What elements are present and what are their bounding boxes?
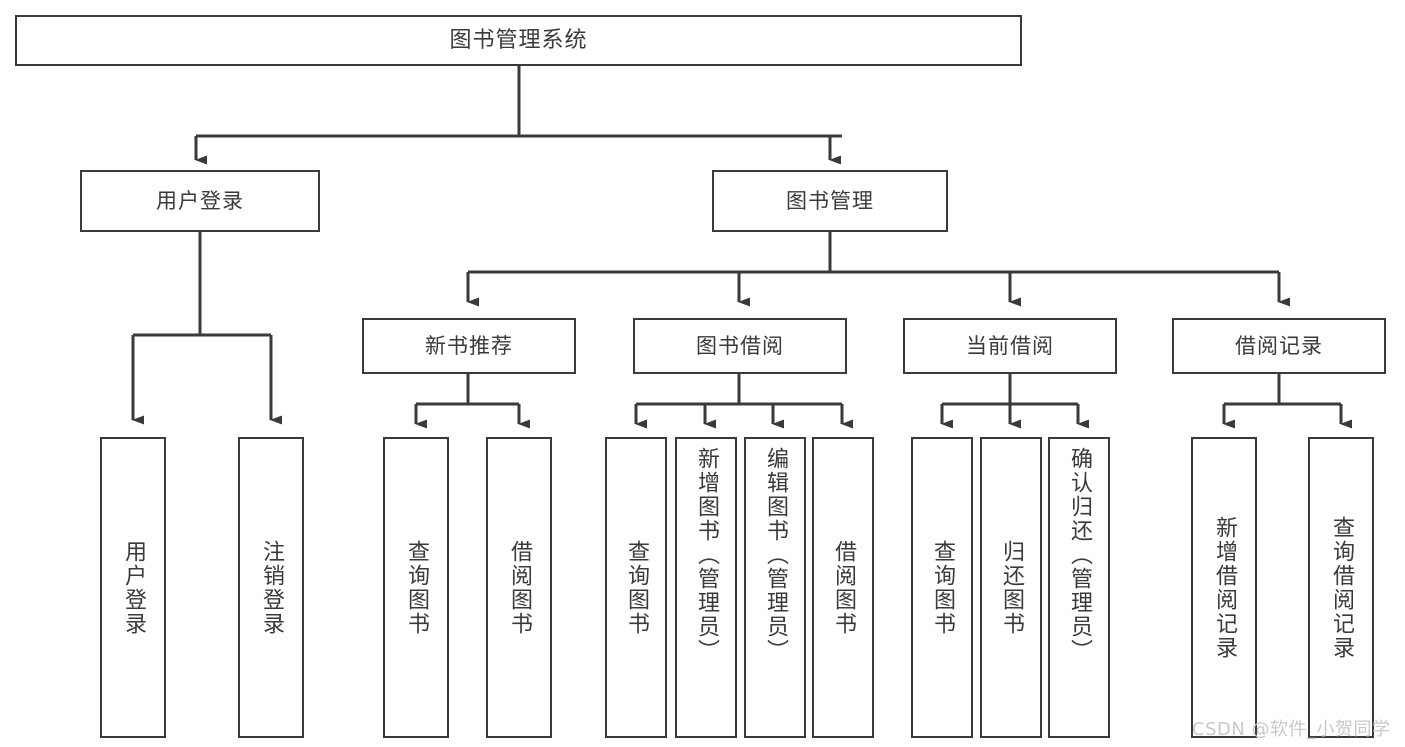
node-label: 用户登录 (156, 188, 244, 213)
node-label: 注销登录 (259, 539, 284, 636)
leaf-recommend-query-book[interactable]: 查询图书 (383, 437, 449, 738)
leaf-record-add-record[interactable]: 新增借阅记录 (1191, 437, 1257, 738)
node-label: 归还图书 (999, 539, 1024, 636)
node-label: 新增借阅记录 (1212, 515, 1237, 660)
node-book-management[interactable]: 图书管理 (712, 170, 948, 232)
node-root-system[interactable]: 图书管理系统 (15, 15, 1022, 66)
leaf-borrow-borrow-book[interactable]: 借阅图书 (812, 437, 874, 738)
node-label: 查询图书 (624, 539, 649, 636)
node-current-borrow[interactable]: 当前借阅 (903, 318, 1117, 374)
leaf-current-return-book[interactable]: 归还图书 (980, 437, 1042, 738)
node-book-borrow[interactable]: 图书借阅 (633, 318, 847, 374)
node-new-book-recommend[interactable]: 新书推荐 (362, 318, 576, 374)
leaf-borrow-add-book-admin[interactable]: 新增图书（管理员） (675, 437, 737, 738)
node-label: 编辑图书（管理员） (763, 447, 788, 663)
leaf-current-query-book[interactable]: 查询图书 (911, 437, 973, 738)
leaf-current-confirm-return-admin[interactable]: 确认归还（管理员） (1048, 437, 1110, 738)
node-label: 新书推荐 (425, 333, 513, 358)
node-label: 图书管理 (786, 188, 874, 213)
node-label: 用户登录 (121, 539, 146, 636)
node-label: 确认归还（管理员） (1067, 447, 1092, 663)
leaf-borrow-edit-book-admin[interactable]: 编辑图书（管理员） (744, 437, 806, 738)
node-label: 图书借阅 (696, 333, 784, 358)
node-label: 借阅图书 (831, 539, 856, 636)
node-label: 借阅记录 (1235, 333, 1323, 358)
node-label: 新增图书（管理员） (694, 447, 719, 663)
csdn-watermark: CSDN @软件_小贺同学 (1192, 719, 1391, 740)
leaf-user-login-logout[interactable]: 注销登录 (238, 437, 304, 738)
leaf-borrow-query-book[interactable]: 查询图书 (605, 437, 667, 738)
node-label: 查询图书 (930, 539, 955, 636)
leaf-user-login-login[interactable]: 用户登录 (100, 437, 166, 738)
node-label: 图书管理系统 (449, 27, 588, 53)
leaf-recommend-borrow-book[interactable]: 借阅图书 (486, 437, 552, 738)
node-label: 借阅图书 (507, 539, 532, 636)
node-label: 查询图书 (404, 539, 429, 636)
node-label: 当前借阅 (966, 333, 1054, 358)
leaf-record-query-record[interactable]: 查询借阅记录 (1308, 437, 1374, 738)
node-borrow-record[interactable]: 借阅记录 (1172, 318, 1386, 374)
node-user-login[interactable]: 用户登录 (80, 170, 320, 232)
node-label: 查询借阅记录 (1329, 515, 1354, 660)
